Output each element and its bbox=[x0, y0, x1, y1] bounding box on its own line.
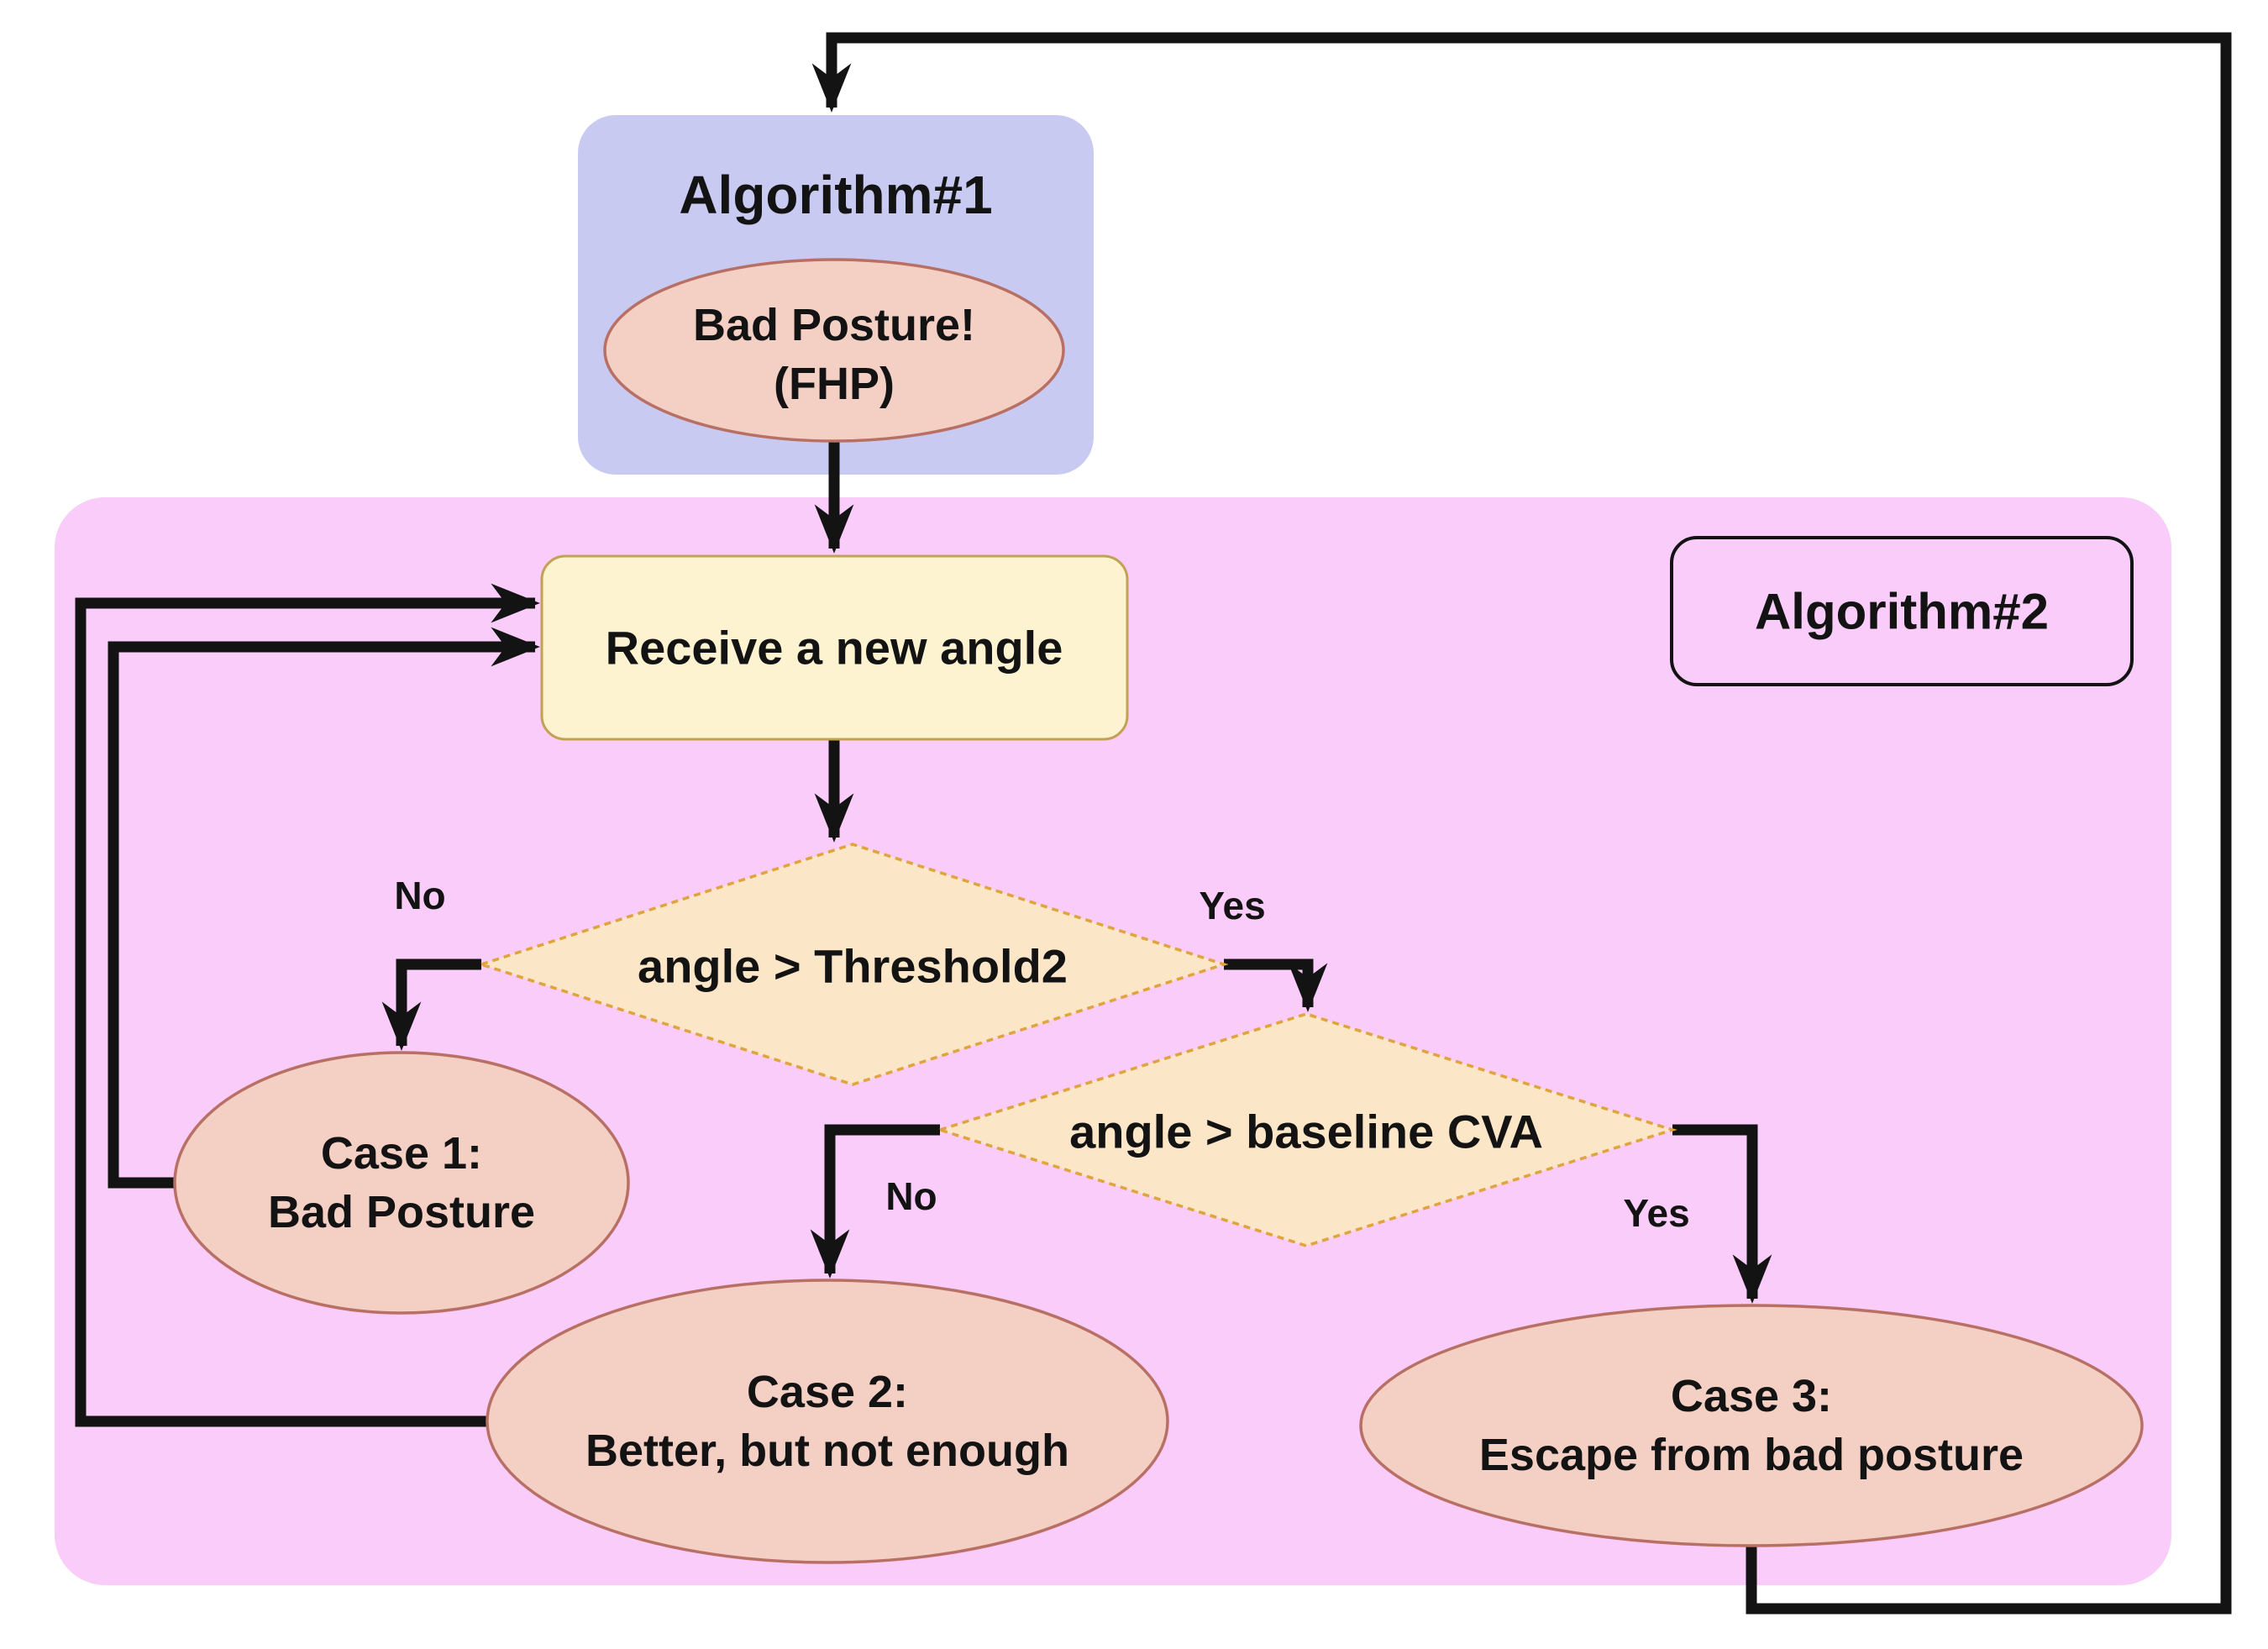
case2-ellipse bbox=[486, 1279, 1169, 1564]
case1-ellipse bbox=[173, 1051, 630, 1315]
decision2-label: angle > baseline CVA bbox=[1069, 1105, 1543, 1158]
case3-label-line2: Escape from bad posture bbox=[1478, 1430, 2024, 1480]
algorithm2-label-frame bbox=[1670, 536, 2134, 686]
decision2-diamond bbox=[935, 1012, 1677, 1247]
receive-angle-box bbox=[540, 554, 1129, 741]
case3-label-line1: Case 3: bbox=[1670, 1371, 1833, 1421]
edge-case3-to-algorithm1-loop bbox=[811, 32, 2232, 1615]
edge-decision1-yes-to-decision2 bbox=[1224, 958, 1328, 1012]
edge-decision2-yes-to-case3 bbox=[1672, 1124, 1772, 1304]
edge-decision1-no-to-case1 bbox=[381, 958, 481, 1051]
edge-case1-to-receive-loop bbox=[108, 627, 540, 1189]
case2-label-line2: Better, but not enough bbox=[585, 1426, 1069, 1476]
edge-decision2-no-to-case2 bbox=[810, 1124, 940, 1279]
algorithm2-title: Algorithm#2 bbox=[1754, 583, 2050, 640]
decision1-yes-label: Yes bbox=[1199, 884, 1266, 927]
bad-posture-label-line2: (FHP) bbox=[774, 359, 895, 409]
edge-case2-to-receive-loop bbox=[75, 583, 540, 1427]
case2-label: Case 2: Better, but not enough bbox=[585, 1363, 1069, 1480]
case3-label: Case 3: Escape from bad posture bbox=[1479, 1367, 2024, 1484]
case3-ellipse bbox=[1359, 1304, 2144, 1547]
case1-label: Case 1: Bad Posture bbox=[268, 1124, 535, 1242]
decision1-diamond bbox=[476, 843, 1229, 1086]
bad-posture-label-line1: Bad Posture! bbox=[692, 300, 976, 350]
algorithm1-title: Algorithm#1 bbox=[679, 165, 993, 225]
decision2-no-label: No bbox=[885, 1174, 937, 1218]
decision2-yes-label: Yes bbox=[1623, 1191, 1690, 1235]
receive-angle-label: Receive a new angle bbox=[605, 621, 1063, 675]
bad-posture-ellipse bbox=[603, 258, 1065, 443]
decision1-no-label: No bbox=[394, 874, 446, 917]
bad-posture-label: Bad Posture! (FHP) bbox=[693, 296, 975, 413]
decision1-label: angle > Threshold2 bbox=[638, 939, 1068, 993]
case2-label-line1: Case 2: bbox=[746, 1367, 909, 1417]
case1-label-line1: Case 1: bbox=[320, 1128, 483, 1179]
case1-label-line2: Bad Posture bbox=[267, 1187, 536, 1237]
